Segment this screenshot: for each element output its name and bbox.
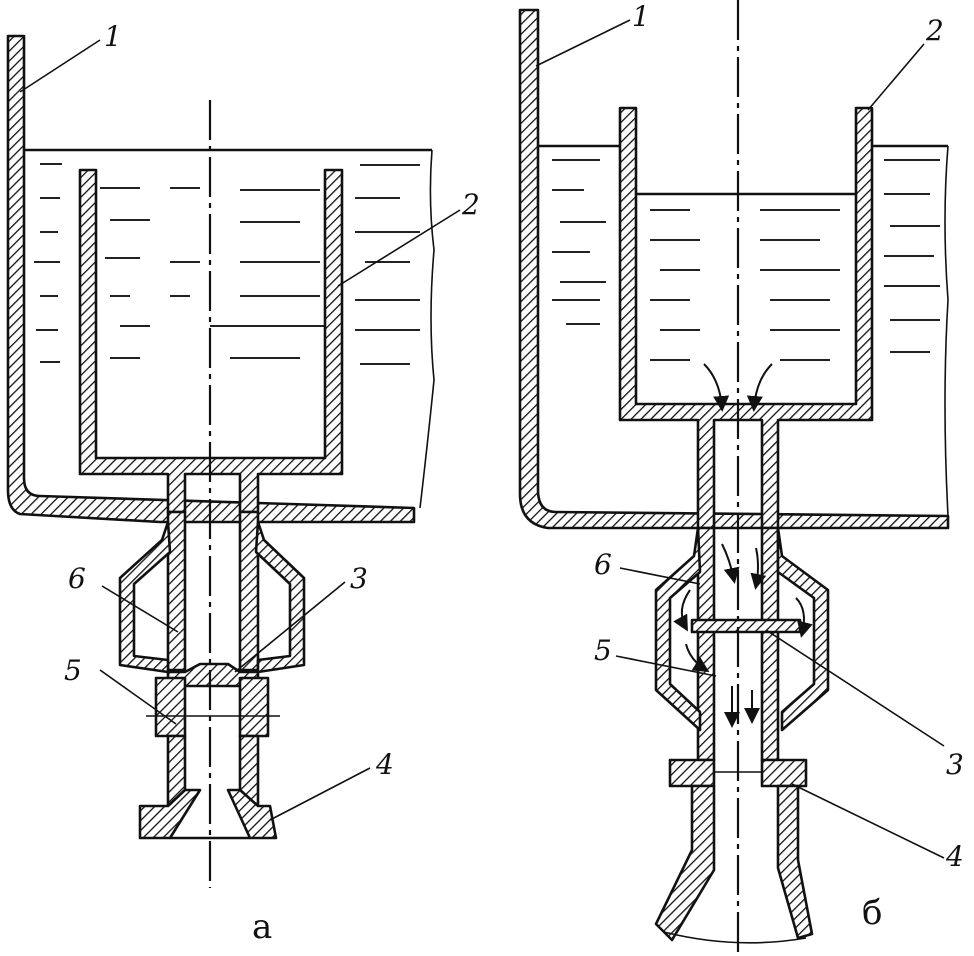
caption-a: а <box>252 907 272 947</box>
nut-4-b <box>668 758 808 788</box>
label-3-a: 3 <box>350 562 368 595</box>
panel-a: 1 2 3 4 5 6 а <box>6 20 480 947</box>
label-6-a: 6 <box>68 562 86 595</box>
vessel-1-b <box>518 8 950 530</box>
nozzle-b <box>654 784 814 944</box>
tube-a <box>166 510 260 672</box>
caption-b: б <box>862 893 882 933</box>
liquid-dashes-a <box>34 163 420 365</box>
panel-b: 1 2 3 4 5 6 б <box>518 0 964 956</box>
plate-3-b <box>690 618 802 634</box>
nut-5-a <box>146 676 280 738</box>
label-3-b: 3 <box>946 748 964 781</box>
label-4-a: 4 <box>375 748 394 781</box>
liquid-dashes-b <box>552 159 940 361</box>
label-5-a: 5 <box>64 654 82 687</box>
vessel-1-a <box>6 34 416 524</box>
label-5-b: 5 <box>594 634 612 667</box>
label-1-b: 1 <box>632 0 650 33</box>
flow-arrows-b <box>673 363 813 728</box>
nozzle-4-a <box>138 734 278 840</box>
container-2-b <box>618 106 874 530</box>
valve-housing-b <box>654 526 830 732</box>
label-2-b: 2 <box>925 14 944 47</box>
label-2-a: 2 <box>461 188 480 221</box>
label-6-b: 6 <box>594 548 612 581</box>
valve-housing-a <box>118 520 306 674</box>
label-4-b: 4 <box>945 840 964 873</box>
label-1-a: 1 <box>104 20 122 53</box>
